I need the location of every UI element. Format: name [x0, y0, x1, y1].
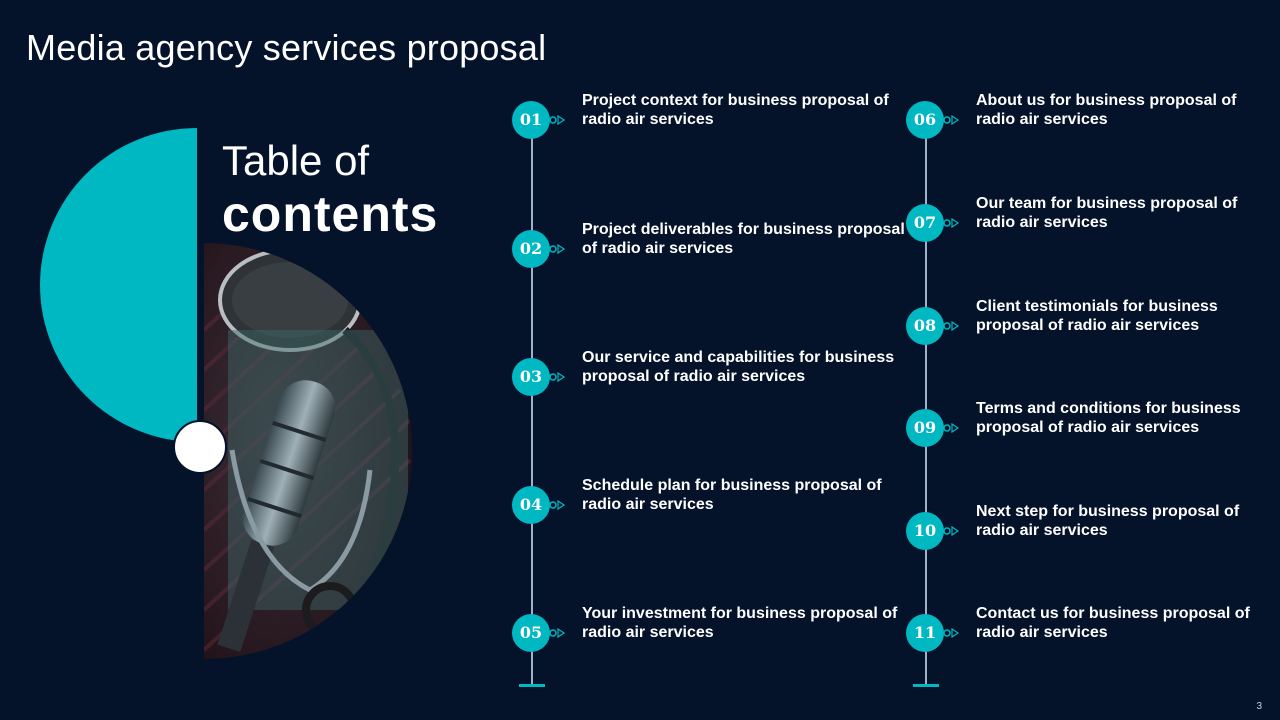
toc-item-number: 09 — [906, 409, 944, 447]
arrow-right-icon — [549, 371, 566, 383]
toc-item-number: 06 — [906, 101, 944, 139]
toc-item-number: 05 — [512, 614, 550, 652]
page-number: 3 — [1256, 701, 1262, 712]
arrow-right-icon — [943, 114, 960, 126]
toc-item-number: 11 — [906, 614, 944, 652]
timeline-right-end — [913, 684, 939, 687]
microphone-photo — [204, 243, 412, 659]
toc-heading-line1: Table of — [222, 137, 370, 184]
toc-item-label: Next step for business proposal of radio… — [976, 503, 1240, 539]
teal-half-circle — [40, 128, 197, 442]
toc-item-label: Schedule plan for business proposal of r… — [582, 477, 882, 513]
toc-item-number: 02 — [512, 230, 550, 268]
arrow-right-icon — [943, 217, 960, 229]
slide-title: Media agency services proposal — [26, 27, 547, 68]
arrow-right-icon — [943, 422, 960, 434]
toc-heading-line2: contents — [222, 186, 439, 242]
white-dot — [173, 420, 227, 474]
toc-item-label: Your investment for business proposal of… — [582, 605, 898, 641]
toc-item-number: 10 — [906, 512, 944, 550]
arrow-right-icon — [549, 243, 566, 255]
timeline-left — [531, 135, 533, 685]
toc-item-label: Client testimonials for business proposa… — [976, 298, 1218, 334]
toc-item-label: Contact us for business proposal of radi… — [976, 605, 1250, 641]
toc-item-number: 03 — [512, 358, 550, 396]
toc-item-label: Our service and capabilities for busines… — [582, 349, 895, 385]
toc-item-label: Project deliverables for business propos… — [582, 221, 905, 257]
toc-item-label: About us for business proposal of radio … — [976, 92, 1237, 128]
toc-item-label: Project context for business proposal of… — [582, 92, 889, 128]
toc-item-label: Our team for business proposal of radio … — [976, 195, 1238, 231]
toc-item-number: 01 — [512, 101, 550, 139]
arrow-right-icon — [549, 114, 566, 126]
arrow-right-icon — [549, 627, 566, 639]
arrow-right-icon — [943, 627, 960, 639]
arrow-right-icon — [943, 525, 960, 537]
toc-item-number: 07 — [906, 204, 944, 242]
arrow-right-icon — [943, 320, 960, 332]
toc-item-number: 08 — [906, 307, 944, 345]
timeline-left-end — [519, 684, 545, 687]
toc-heading: Table of contents — [222, 138, 438, 244]
arrow-right-icon — [549, 499, 566, 511]
toc-item-number: 04 — [512, 486, 550, 524]
hero-artwork — [40, 128, 412, 659]
toc-item-label: Terms and conditions for business propos… — [976, 400, 1241, 436]
